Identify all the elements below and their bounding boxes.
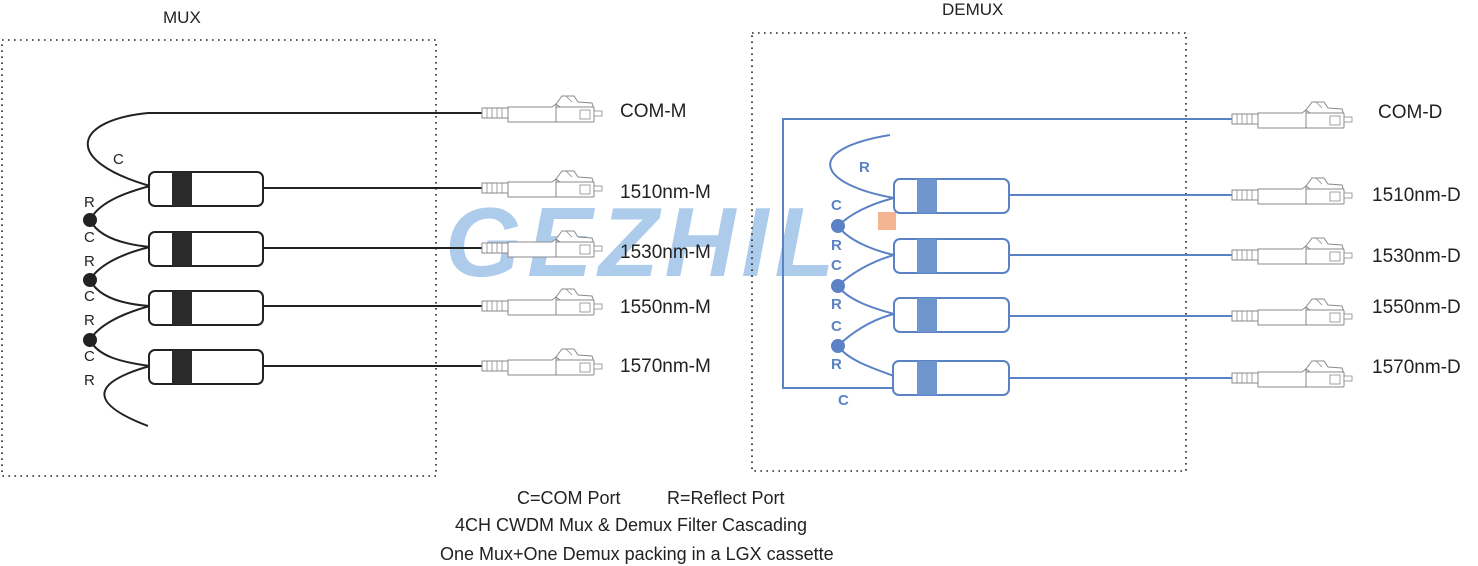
mux-port-letters: C R C R C R C R	[84, 151, 124, 389]
mux-filter	[148, 349, 264, 385]
mux-port-letter: R	[84, 372, 95, 389]
lc-connector-icon	[481, 348, 603, 376]
mux-channel-label: 1510nm-M	[620, 182, 711, 203]
mux-com-label: COM-M	[620, 101, 686, 122]
demux-boundary	[751, 32, 1187, 472]
demux-filter	[893, 178, 1010, 214]
caption-line-2: 4CH CWDM Mux & Demux Filter Cascading	[455, 515, 807, 535]
demux-channel-label: 1530nm-D	[1372, 246, 1461, 267]
lc-connector-icon	[481, 170, 603, 198]
lc-connector-icon	[1231, 101, 1353, 129]
legend-reflect: R=Reflect Port	[667, 488, 785, 508]
demux-splice-dot	[831, 219, 845, 233]
mux-boundary	[1, 39, 437, 477]
demux-port-letters: R C R C R C R C	[831, 159, 870, 409]
demux-splice-dot	[831, 279, 845, 293]
lc-connector-icon	[1231, 177, 1353, 205]
demux-port-letter: C	[831, 197, 842, 214]
mux-filters	[148, 171, 264, 385]
lc-connector-icon	[1231, 360, 1353, 388]
caption: C=COM Port R=Reflect Port 4CH CWDM Mux &…	[440, 488, 834, 564]
demux-filter	[893, 238, 1010, 274]
mux-port-labels: COM-M 1510nm-M 1530nm-M 1550nm-M 1570nm-…	[620, 101, 711, 377]
demux-port-letter: C	[838, 392, 849, 409]
demux-port-letter: C	[831, 318, 842, 335]
lc-connector-icon	[481, 95, 603, 123]
mux-title: MUX	[163, 8, 201, 27]
demux-port-labels: COM-D 1510nm-D 1530nm-D 1550nm-D 1570nm-…	[1372, 102, 1461, 378]
demux-channel-label: 1510nm-D	[1372, 185, 1461, 206]
demux-port-letter: R	[831, 237, 842, 254]
mux-splice-dot	[83, 213, 97, 227]
demux-filters	[892, 178, 1010, 396]
mux-filter	[148, 290, 264, 326]
demux-connectors	[1231, 101, 1353, 388]
caption-line-3: One Mux+One Demux packing in a LGX casse…	[440, 544, 834, 564]
mux-port-letter: R	[84, 194, 95, 211]
demux-channel-label: 1570nm-D	[1372, 357, 1461, 378]
mux-port-letter: R	[84, 312, 95, 329]
demux-filter	[893, 297, 1010, 333]
lc-connector-icon	[1231, 237, 1353, 265]
mux-port-letter: C	[84, 348, 95, 365]
mux-channel-label: 1570nm-M	[620, 356, 711, 377]
mux-splice-dot	[83, 333, 97, 347]
mux-channel-label: 1550nm-M	[620, 297, 711, 318]
demux-title: DEMUX	[942, 0, 1003, 19]
mux-port-letter: C	[113, 151, 124, 168]
demux-splice-dots	[831, 219, 845, 353]
demux-port-letter: R	[859, 159, 870, 176]
legend-com: C=COM Port	[517, 488, 621, 508]
mux-filter	[148, 171, 264, 207]
mux-wiring	[86, 112, 482, 427]
demux-port-letter: R	[831, 296, 842, 313]
mux-filter	[148, 231, 264, 267]
mux-port-letter: R	[84, 253, 95, 270]
demux-channel-label: 1550nm-D	[1372, 297, 1461, 318]
demux-port-letter: C	[831, 257, 842, 274]
demux-port-letter: R	[831, 356, 842, 373]
demux-com-label: COM-D	[1378, 102, 1442, 123]
watermark-accent	[878, 212, 896, 230]
mux-port-letter: C	[84, 229, 95, 246]
lc-connector-icon	[1231, 298, 1353, 326]
mux-channel-label: 1530nm-M	[620, 242, 711, 263]
mux-splice-dots	[83, 213, 97, 347]
demux-splice-dot	[831, 339, 845, 353]
mux-splice-dot	[83, 273, 97, 287]
demux-filter	[892, 360, 1010, 396]
mux-port-letter: C	[84, 288, 95, 305]
